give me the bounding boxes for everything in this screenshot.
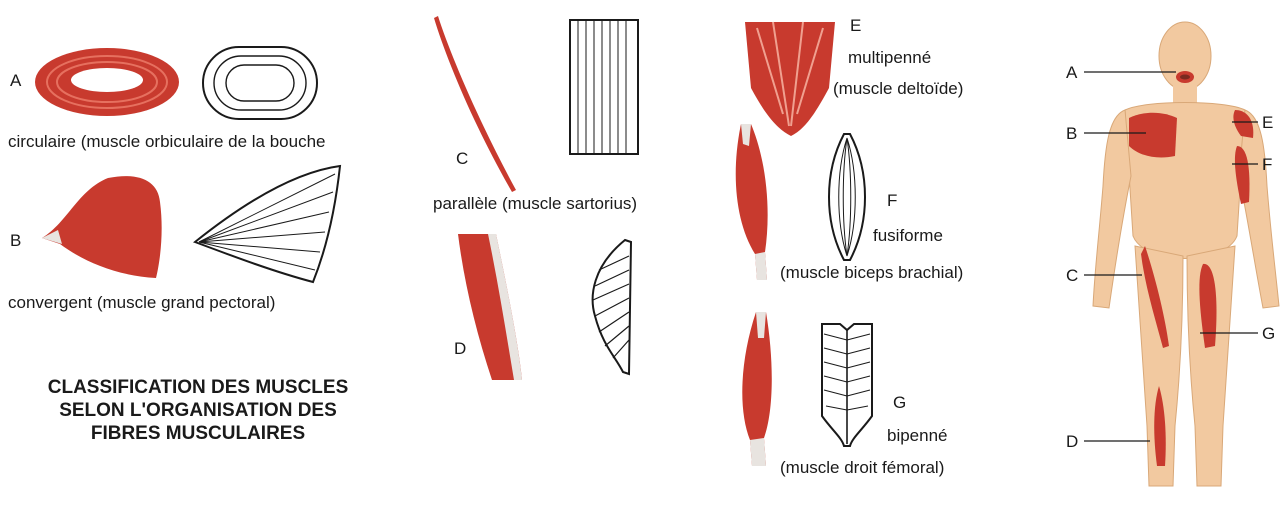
body-letter-g: G	[1262, 325, 1275, 342]
label-multipennate: multipenné	[848, 49, 931, 66]
body-letter-c: C	[1066, 267, 1078, 284]
fusiform-muscle-illustration	[729, 122, 774, 282]
circular-muscle-illustration	[32, 45, 182, 120]
parallel-fiber-diagram	[568, 18, 640, 156]
letter-d: D	[454, 340, 466, 357]
body-letter-b: B	[1066, 125, 1077, 142]
label-circular: circulaire (muscle orbiculaire de la bou…	[8, 133, 325, 150]
letter-a: A	[10, 72, 21, 89]
circular-fiber-diagram	[200, 44, 320, 122]
parallel-muscle-illustration	[430, 14, 520, 194]
body-letter-a: A	[1066, 64, 1077, 81]
body-letter-d: D	[1066, 433, 1078, 450]
main-title: CLASSIFICATION DES MUSCLES SELON L'ORGAN…	[18, 376, 378, 445]
label-fusiform: fusiforme	[873, 227, 943, 244]
body-letter-f: F	[1262, 156, 1272, 173]
title-line-3: FIBRES MUSCULAIRES	[18, 422, 378, 445]
letter-g: G	[893, 394, 906, 411]
letter-e: E	[850, 17, 861, 34]
fusiform-fiber-diagram	[822, 132, 872, 262]
title-line-2: SELON L'ORGANISATION DES	[18, 399, 378, 422]
body-letter-e: E	[1262, 114, 1273, 131]
letter-f: F	[887, 192, 897, 209]
convergent-fiber-diagram	[185, 162, 345, 287]
label-deltoid: (muscle deltoïde)	[833, 80, 963, 97]
letter-c: C	[456, 150, 468, 167]
body-leader-lines	[1064, 60, 1284, 510]
label-biceps: (muscle biceps brachial)	[780, 264, 963, 281]
label-rectus-femoris: (muscle droit fémoral)	[780, 459, 944, 476]
label-bipennate: bipenné	[887, 427, 948, 444]
bipennate-muscle-illustration	[734, 310, 779, 470]
bipennate-fiber-diagram	[818, 320, 876, 448]
unipennate-muscle-illustration	[456, 232, 526, 382]
convergent-muscle-illustration	[38, 172, 168, 282]
letter-b: B	[10, 232, 21, 249]
label-convergent: convergent (muscle grand pectoral)	[8, 294, 275, 311]
multipennate-muscle-illustration	[743, 18, 838, 138]
title-line-1: CLASSIFICATION DES MUSCLES	[18, 376, 378, 399]
label-parallel: parallèle (muscle sartorius)	[433, 195, 637, 212]
unipennate-fiber-diagram	[585, 236, 640, 376]
